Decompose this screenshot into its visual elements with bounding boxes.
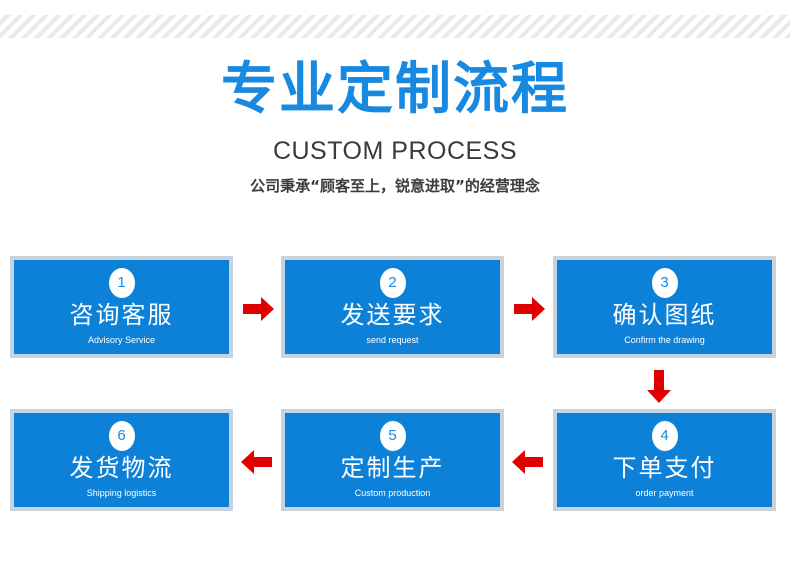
step-number-badge: 6 bbox=[108, 421, 135, 451]
page-tagline: 公司秉承“顾客至上，锐意进取”的经营理念 bbox=[250, 177, 540, 195]
arrow-right-icon bbox=[514, 295, 546, 328]
process-step-5[interactable]: 5 定制生产 Custom production bbox=[281, 409, 504, 511]
process-step-2-body: 2 发送要求 send request bbox=[285, 260, 500, 354]
process-step-3[interactable]: 3 确认图纸 Confirm the drawing bbox=[553, 256, 776, 358]
step-number-badge: 1 bbox=[108, 268, 135, 298]
arrow-down-icon bbox=[645, 370, 673, 409]
process-step-5-body: 5 定制生产 Custom production bbox=[285, 413, 500, 507]
top-stripe-band bbox=[0, 15, 790, 38]
step-title-cn: 下单支付 bbox=[612, 454, 717, 482]
step-title-en: send request bbox=[366, 335, 419, 345]
page-subtitle: CUSTOM PROCESS bbox=[272, 137, 518, 165]
process-step-1[interactable]: 1 咨询客服 Advisory Service bbox=[10, 256, 233, 358]
step-title-cn: 确认图纸 bbox=[612, 301, 717, 329]
page-title: 专业定制流程 bbox=[221, 57, 569, 122]
process-step-4-body: 4 下单支付 order payment bbox=[557, 413, 772, 507]
step-title-cn: 咨询客服 bbox=[69, 301, 174, 329]
step-title-en: Confirm the drawing bbox=[624, 335, 705, 345]
step-number-badge: 4 bbox=[651, 421, 678, 451]
step-title-cn: 发货物流 bbox=[69, 454, 174, 482]
step-number-badge: 3 bbox=[651, 268, 678, 298]
step-number-badge: 5 bbox=[379, 421, 406, 451]
arrow-right-icon bbox=[243, 295, 275, 328]
step-title-en: Custom production bbox=[354, 488, 431, 498]
arrow-left-icon bbox=[512, 448, 544, 481]
step-title-en: order payment bbox=[635, 488, 694, 498]
step-number-badge: 2 bbox=[379, 268, 406, 298]
process-step-6-body: 6 发货物流 Shipping logistics bbox=[14, 413, 229, 507]
process-step-4[interactable]: 4 下单支付 order payment bbox=[553, 409, 776, 511]
header-block: 专业定制流程 CUSTOM PROCESS 公司秉承“顾客至上，锐意进取”的经营… bbox=[0, 58, 790, 196]
step-title-en: Advisory Service bbox=[87, 335, 156, 345]
process-step-2[interactable]: 2 发送要求 send request bbox=[281, 256, 504, 358]
step-title-cn: 发送要求 bbox=[340, 301, 445, 329]
step-title-en: Shipping logistics bbox=[86, 488, 157, 498]
process-step-3-body: 3 确认图纸 Confirm the drawing bbox=[557, 260, 772, 354]
process-step-6[interactable]: 6 发货物流 Shipping logistics bbox=[10, 409, 233, 511]
step-title-cn: 定制生产 bbox=[340, 454, 445, 482]
process-step-1-body: 1 咨询客服 Advisory Service bbox=[14, 260, 229, 354]
arrow-left-icon bbox=[241, 448, 273, 481]
